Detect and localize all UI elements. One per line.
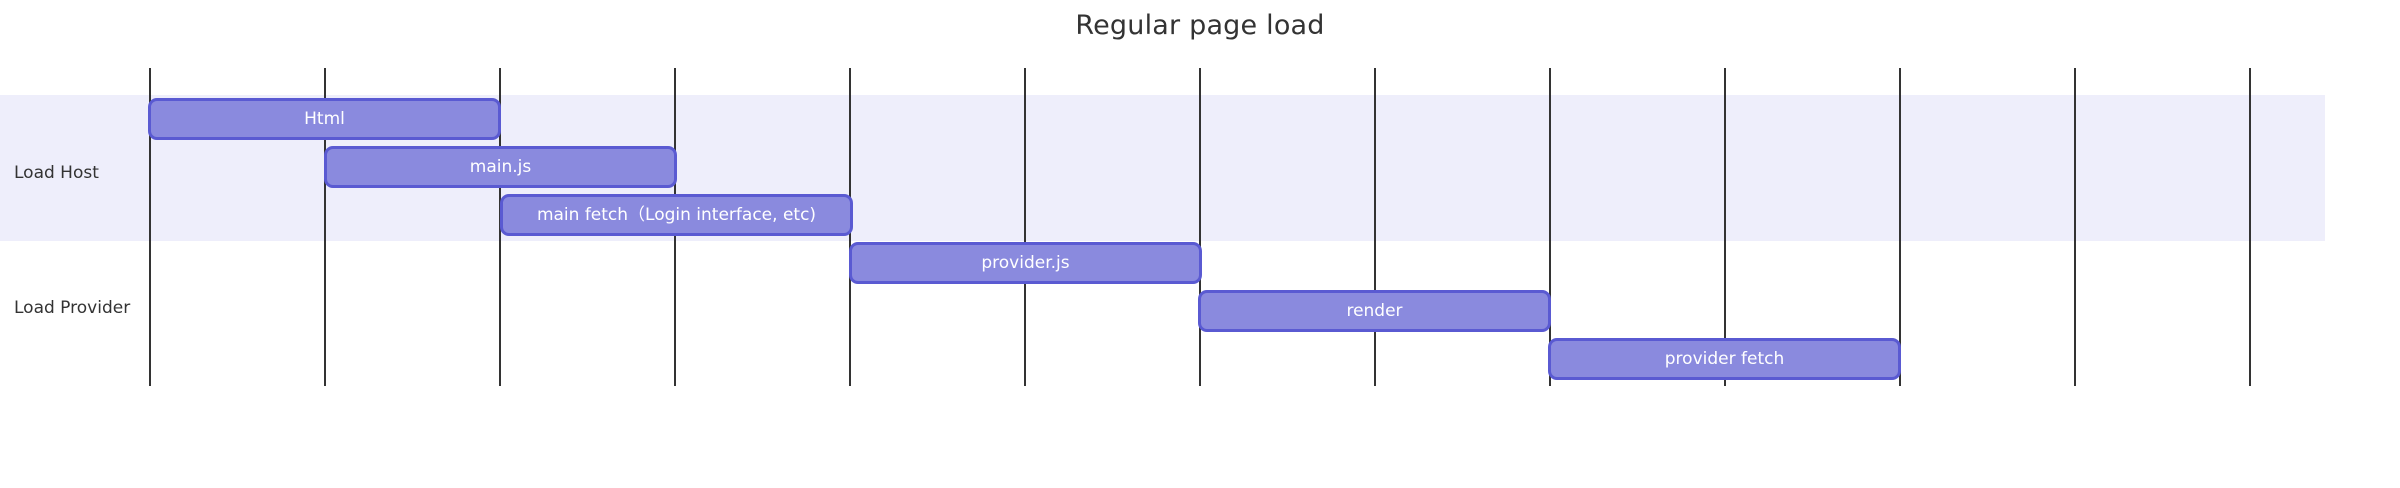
task-bar-label: provider.js [981,252,1070,273]
grid-line [1199,68,1201,386]
grid-line [1549,68,1551,386]
grid-line [1024,68,1026,386]
task-bar-label: render [1346,300,1403,321]
task-bar-label: main.js [469,156,532,177]
grid-line [149,68,151,386]
section-label: Load Host [14,163,99,183]
grid-line [324,68,326,386]
grid-line [1724,68,1726,386]
section-label: Load Provider [14,298,131,318]
task-bar[interactable]: render [1198,290,1551,332]
task-bar-label: main fetch（Login interface, etc) [536,204,817,225]
chart-title: Regular page load [1075,10,1325,41]
task-bar[interactable]: main fetch（Login interface, etc) [500,194,853,236]
task-bar-label: provider fetch [1664,348,1785,369]
grid-line [1374,68,1376,386]
grid-line [2074,68,2076,386]
task-bar[interactable]: provider fetch [1548,338,1901,380]
task-bar-label: Html [304,108,345,129]
grid-line [2249,68,2251,386]
grid-line [1899,68,1901,386]
task-bar[interactable]: main.js [324,146,677,188]
task-bar[interactable]: Html [148,98,501,140]
task-bar[interactable]: provider.js [849,242,1202,284]
